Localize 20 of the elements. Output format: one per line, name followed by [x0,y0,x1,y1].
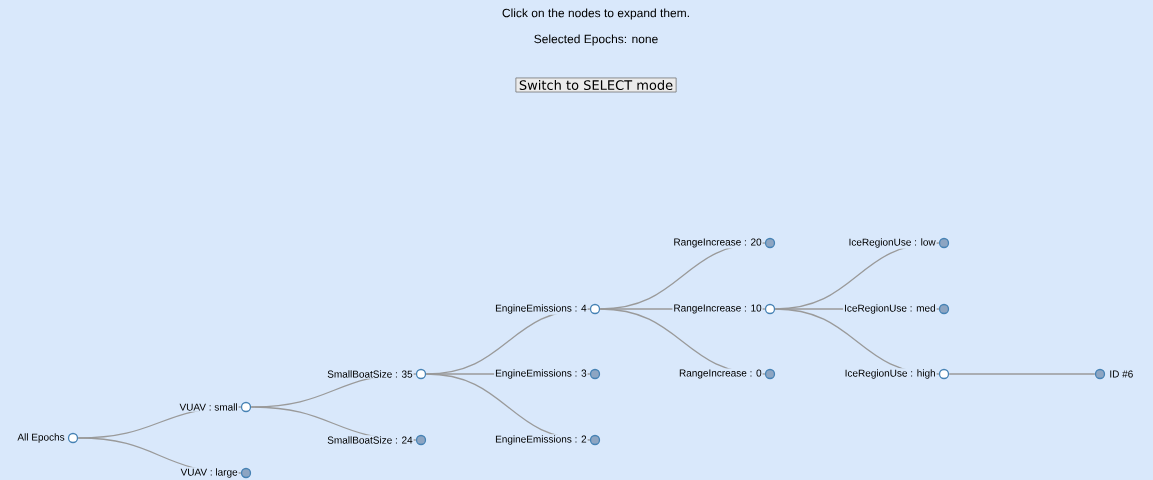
node-label: EngineEmissions : 4 [494,303,588,315]
node-label: All Epochs [16,432,66,444]
tree-link [948,373,1096,375]
node-label: EngineEmissions : 3 [494,368,588,380]
node-label: IceRegionUse : high [843,368,937,380]
node-label: IceRegionUse : low [847,237,937,249]
node-label: EngineEmissions : 2 [494,434,588,446]
instruction-text: Click on the nodes to expand them. [502,8,689,20]
node-label: VUAV : small [178,402,239,412]
node-label: ID #6 [1108,369,1135,379]
node-label: VUAV : large [179,467,239,479]
node-label: SmallBoatSize : 24 [326,435,414,445]
node-label: IceRegionUse : med [843,303,937,315]
mode-button: Switch to SELECT mode [515,77,677,93]
tree-node-circle [240,467,252,479]
node-label: RangeIncrease : 0 [678,368,763,380]
node-label: RangeIncrease : 10 [672,303,763,315]
instruction-text: Selected Epochs: none [534,34,658,46]
node-label: SmallBoatSize : 35 [326,369,414,379]
node-label: RangeIncrease : 20 [672,237,763,249]
